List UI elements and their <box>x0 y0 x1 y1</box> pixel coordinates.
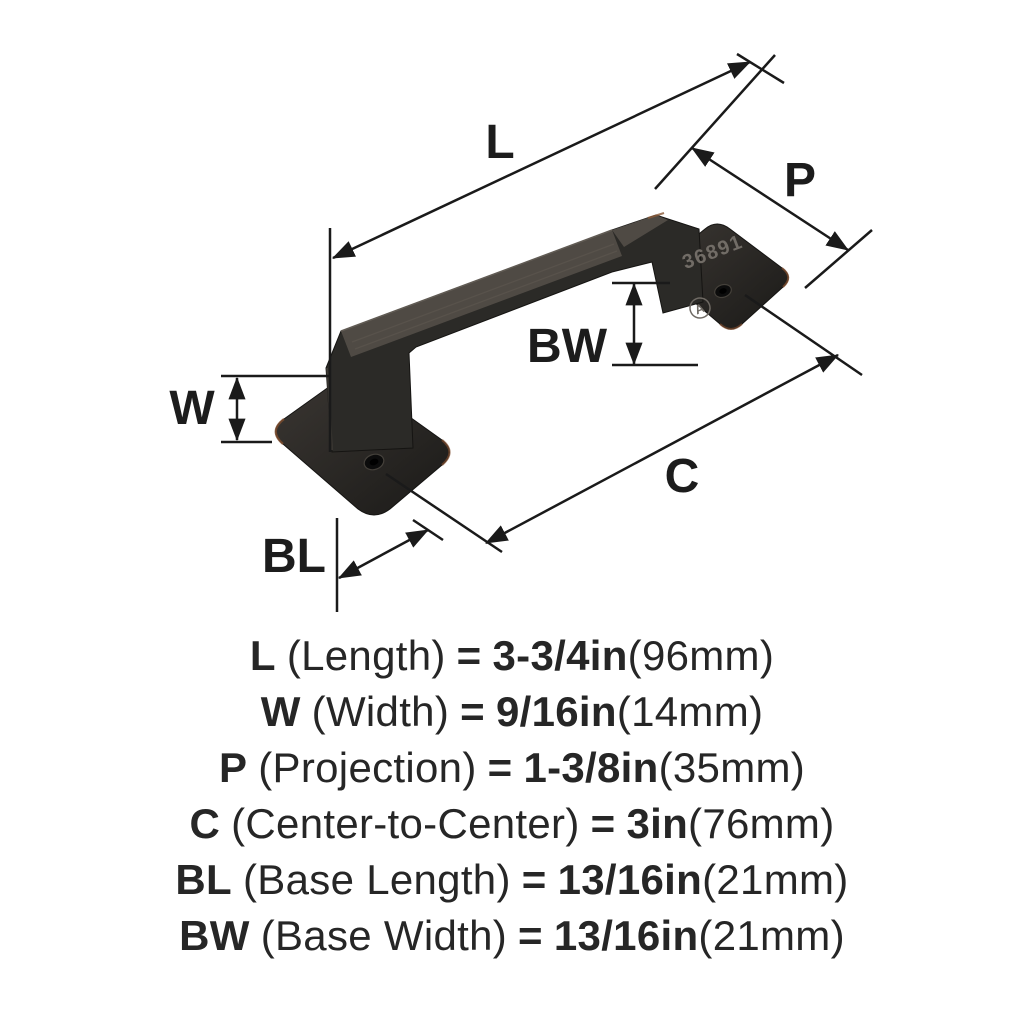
extension-line-C-right <box>744 293 863 377</box>
spec-value: 1-3/8in <box>523 744 659 791</box>
extension-line-P-bottom <box>804 229 873 289</box>
spec-metric: (21mm) <box>698 912 845 959</box>
brushed-texture-line <box>354 250 618 350</box>
spec-name: (Base Length) <box>243 856 511 903</box>
spec-row-base-length: BL(Base Length)=13/16in(21mm) <box>0 852 1024 908</box>
spec-equals: = <box>460 688 485 735</box>
spec-symbol: P <box>218 744 248 791</box>
spec-row-projection: P(Projection)=1-3/8in(35mm) <box>0 740 1024 796</box>
spec-metric: (35mm) <box>658 744 806 791</box>
dim-line-C <box>485 353 839 545</box>
spec-metric: (96mm) <box>627 632 775 679</box>
spec-symbol: C <box>189 800 221 847</box>
spec-equals: = <box>456 632 482 679</box>
extension-line-P-top <box>654 54 776 190</box>
spec-metric: (21mm) <box>702 856 849 903</box>
label-P: P <box>784 154 816 207</box>
extension-tick-L-right <box>736 52 785 85</box>
brand-logo: A <box>689 297 711 319</box>
spec-name: (Width) <box>311 688 450 735</box>
copper-accent <box>781 267 790 288</box>
spec-row-length: L(Length)=3-3/4in(96mm) <box>0 628 1024 684</box>
extension-line-C-left <box>385 472 503 554</box>
spec-value: 3in <box>626 800 689 847</box>
spec-equals: = <box>487 744 513 791</box>
spec-equals: = <box>590 800 616 847</box>
dimension-labels: L P BW W C BL <box>169 116 816 583</box>
label-W: W <box>169 382 215 435</box>
label-BW: BW <box>527 320 608 373</box>
screw-hole-right <box>714 283 732 299</box>
spec-equals: = <box>521 856 547 903</box>
spec-symbol: W <box>260 688 301 735</box>
dim-line-P <box>691 146 849 252</box>
dim-line-BL <box>338 528 429 580</box>
spec-row-width: W(Width)=9/16in(14mm) <box>0 684 1024 740</box>
handle-illustration: 36891 A <box>169 52 873 612</box>
spec-row-center-to-center: C(Center-to-Center)=3in(76mm) <box>0 796 1024 852</box>
spec-name: (Base Width) <box>260 912 508 959</box>
spec-equals: = <box>518 912 543 959</box>
spec-name: (Center-to-Center) <box>231 800 580 847</box>
svg-text:A: A <box>692 300 708 318</box>
spec-value: 9/16in <box>495 688 617 735</box>
spec-value: 3-3/4in <box>492 632 628 679</box>
copper-accent <box>441 439 451 466</box>
spec-value: 13/16in <box>553 912 699 959</box>
spec-symbol: L <box>249 632 276 679</box>
label-C: C <box>665 450 700 503</box>
copper-accent <box>274 418 285 445</box>
spec-metric: (14mm) <box>616 688 764 735</box>
spec-row-base-width: BW(Base Width)=13/16in(21mm) <box>0 908 1024 964</box>
copper-accent <box>719 323 743 330</box>
dimension-lines <box>221 52 873 612</box>
spec-value: 13/16in <box>557 856 703 903</box>
brushed-texture-line <box>351 243 615 343</box>
spec-name: (Length) <box>286 632 446 679</box>
spec-symbol: BL <box>175 856 233 903</box>
spec-symbol: BW <box>179 912 250 959</box>
label-BL: BL <box>262 530 326 583</box>
screw-hole-left <box>363 453 385 471</box>
dim-line-L <box>331 60 752 260</box>
extension-tick-BL-right <box>412 518 444 542</box>
spec-metric: (76mm) <box>688 800 835 847</box>
spec-list: L(Length)=3-3/4in(96mm) W(Width)=9/16in(… <box>0 628 1024 964</box>
spec-name: (Projection) <box>258 744 477 791</box>
label-L: L <box>485 116 514 169</box>
